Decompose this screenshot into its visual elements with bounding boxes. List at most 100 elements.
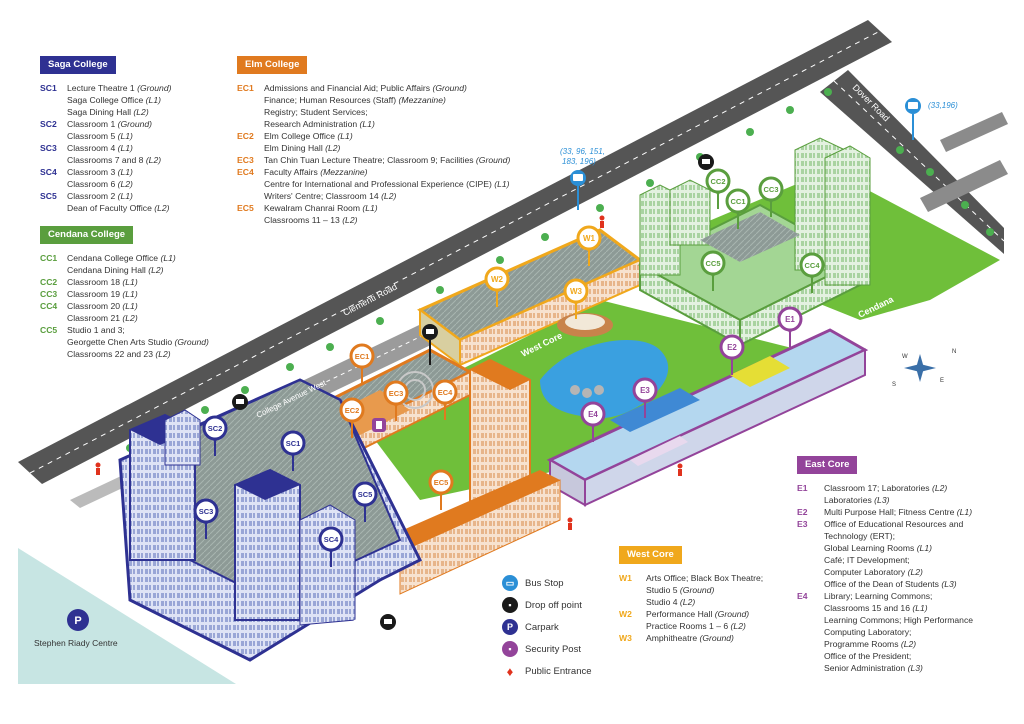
marker-ec3[interactable]: EC3 (383, 380, 409, 421)
marker-label: W1 (583, 234, 596, 243)
entry-line-text: Arts Office; Black Box Theatre; (646, 573, 764, 583)
marker-circle (580, 401, 606, 427)
entry-line-level: (L1) (145, 95, 161, 105)
entry-lines: Classroom 3 (L1)Classroom 6 (L2) (67, 166, 235, 190)
marker-w2[interactable]: W2 (484, 266, 510, 307)
entry-line-level: (Ground) (475, 155, 511, 165)
entry-line-level: (L2) (155, 349, 171, 359)
marker-e4[interactable]: E4 (580, 401, 606, 442)
marker-label: SC3 (199, 507, 214, 516)
entry-line-text: Kewalram Chanrai Room (264, 203, 363, 213)
entry-line: Classroom 21 (L2) (67, 312, 235, 324)
legend-label: Drop off point (525, 599, 582, 611)
marker-ec2[interactable]: EC2 (339, 397, 365, 438)
entry-line-text: Classroom 3 (67, 167, 118, 177)
entry-line: Admissions and Financial Aid; Public Aff… (264, 82, 557, 94)
entry-code: CC4 (40, 301, 58, 311)
marker-cc1[interactable]: CC1 (725, 188, 751, 229)
marker-circle (352, 481, 378, 507)
entry-line-text: Classroom 6 (67, 179, 118, 189)
marker-sc1[interactable]: SC1 (280, 430, 306, 471)
public-entrance-icon (95, 462, 101, 475)
entry-line-text: Saga Dining Hall (67, 107, 134, 117)
entry-code: SC3 (40, 143, 57, 153)
entry-line-level: (Ground) (679, 585, 715, 595)
entry-cc4: CC4 Classroom 20 (L1)Classroom 21 (L2) (40, 300, 235, 324)
marker-e3[interactable]: E3 (632, 377, 658, 418)
marker-cc2[interactable]: CC2 (705, 168, 731, 209)
marker-ec1[interactable]: EC1 (349, 343, 375, 384)
marker-ec4[interactable]: EC4 (432, 379, 458, 420)
entry-line-text: Studio 1 and 3; (67, 325, 125, 335)
marker-circle (432, 379, 458, 405)
entry-code: EC3 (237, 155, 254, 165)
entry-lines: Library; Learning Commons;Classrooms 15 … (824, 590, 997, 674)
marker-cc4[interactable]: CC4 (799, 252, 825, 293)
marker-label: EC4 (438, 388, 453, 397)
marker-ec5[interactable]: EC5 (428, 469, 454, 510)
entry-line: Elm Dining Hall (L2) (264, 142, 557, 154)
marker-w3[interactable]: W3 (563, 278, 589, 319)
bus-route-clementi-1: (33, 96, 151, (560, 147, 605, 156)
legend-public-entrance: ♦ Public Entrance (502, 660, 592, 682)
entry-line: Writers' Centre; Classroom 14 (L2) (264, 190, 557, 202)
legend-label: Security Post (525, 643, 581, 655)
marker-e2[interactable]: E2 (719, 334, 745, 375)
marker-cc5[interactable]: CC5 (700, 250, 726, 291)
drop-off-icon (380, 614, 396, 630)
entry-line: Classroom 2 (L1) (67, 190, 235, 202)
entry-line-level: (L1) (494, 179, 510, 189)
entry-lines: Kewalram Chanrai Room (L1)Classrooms 11 … (264, 202, 557, 226)
entry-line-text: Registry; Student Services; (264, 107, 368, 117)
entry-line-text: Library; Learning Commons; (824, 591, 933, 601)
drop-off-icon (232, 394, 248, 410)
compass-icon: N S E W (892, 349, 956, 388)
west-core-header: West Core (619, 546, 682, 564)
entry-code: EC4 (237, 167, 254, 177)
marker-circle (383, 380, 409, 406)
entry-code: CC3 (40, 289, 58, 299)
marker-label: CC2 (710, 177, 725, 186)
marker-e1[interactable]: E1 (777, 306, 803, 347)
entry-line-text: Laboratories (824, 495, 875, 505)
entry-line-level: (L2) (154, 203, 170, 213)
entry-line-text: Classroom 17; Laboratories (824, 483, 932, 493)
trees (126, 88, 994, 452)
entry-code: E1 (797, 483, 808, 493)
security-post-icon (372, 418, 386, 432)
saga-college-header: Saga College (40, 56, 116, 74)
marker-sc5[interactable]: SC5 (352, 481, 378, 522)
marker-cc3[interactable]: CC3 (758, 176, 784, 217)
marker-sc2[interactable]: SC2 (202, 415, 228, 456)
entry-line-level: (L2) (342, 215, 358, 225)
entry-line-level: (Ground) (699, 633, 734, 643)
marker-circle (193, 498, 219, 524)
entry-line: Research Administration (L1) (264, 118, 557, 130)
drop-off-icon (422, 324, 438, 365)
entry-line: Classrooms 7 and 8 (L2) (67, 154, 235, 166)
marker-label: EC5 (434, 478, 449, 487)
entry-line: Senior Administration (L3) (824, 662, 997, 674)
bus-stop-icon: ▭ (502, 575, 518, 591)
entry-line-text: Tan Chin Tuan Lecture Theatre; Classroom… (264, 155, 476, 165)
marker-circle (799, 252, 825, 278)
marker-sc3[interactable]: SC3 (193, 498, 219, 539)
entry-line-text: Georgette Chen Arts Studio (67, 337, 175, 347)
marker-label: E1 (785, 315, 795, 324)
marker-w1[interactable]: W1 (576, 225, 602, 266)
entry-lines: Elm College Office (L1)Elm Dining Hall (… (264, 130, 557, 154)
entry-line-text: Learning Commons; High Performance (824, 615, 974, 625)
marker-sc4[interactable]: SC4 (318, 526, 344, 567)
marker-label: E3 (640, 386, 650, 395)
marker-circle (280, 430, 306, 456)
entry-line: Classroom 20 (L1) (67, 300, 235, 312)
